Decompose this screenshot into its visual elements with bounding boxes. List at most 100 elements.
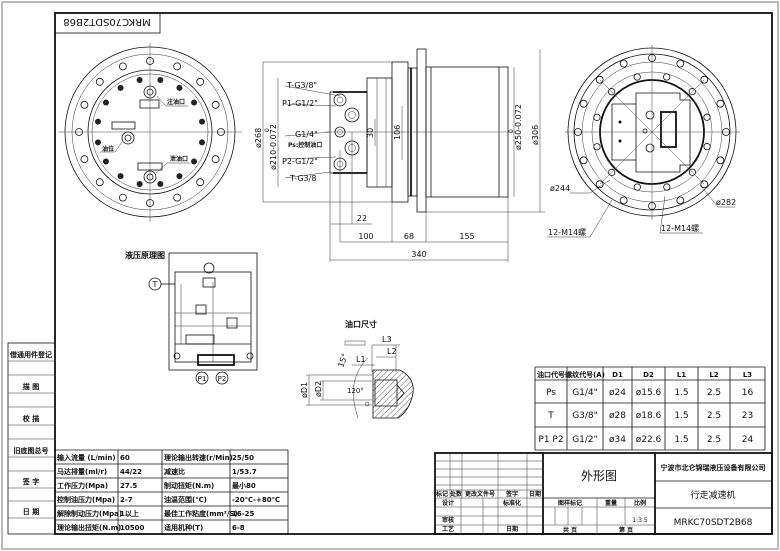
spec-table-cell: 减速比 (164, 467, 185, 476)
drawing-name: 外形图 (581, 469, 617, 483)
bolt-hole (716, 99, 725, 108)
port-bore (336, 96, 344, 104)
spec-table-cell: 27.5 (120, 482, 137, 490)
bolt-head (95, 139, 102, 146)
port-table-cell: 1.5 (674, 435, 688, 445)
drain-port-label: 泄油口 (170, 155, 188, 163)
left-end-view: 注油口 油位 泄油口 (58, 43, 242, 222)
spec-table-cell: 理论输出转速(r/Min) (164, 453, 233, 462)
binding-label: 校 描 (23, 414, 39, 423)
binding-label: 旧底图总号 (14, 446, 49, 455)
port-detail-title: 油口尺寸 (345, 319, 377, 329)
side-view: T-G3/8" P1-G1/2" G1/4" Ps:控制油口 P2-G1/2" … (254, 48, 545, 262)
bolt-hole (80, 155, 89, 164)
port-bore (337, 129, 343, 135)
bolt-head (157, 180, 164, 187)
tb-design: 设计 (442, 499, 454, 507)
angle-15-label: 15° (336, 352, 349, 368)
tb-change-doc: 更改文件号 (465, 490, 495, 498)
spec-table-cell: -20℃-+80℃ (232, 496, 280, 504)
binding-label: 日 期 (23, 507, 39, 516)
dim-22: 22 (357, 214, 367, 223)
fill-port-label: 注油口 (167, 98, 185, 106)
bolt-hole (196, 178, 205, 187)
dim-dia-244: ø244 (550, 184, 570, 193)
tb-scale-label: 比例 (634, 499, 646, 507)
tb-scale: 1:3.5 (632, 517, 648, 524)
port-table-cell: G1/4" (572, 388, 598, 398)
d1-label: øD1 (300, 382, 309, 398)
bolt-hole (118, 193, 127, 202)
dim-155: 155 (459, 232, 474, 241)
bolt-hole (663, 73, 671, 81)
port-table-cell: 2.5 (707, 435, 721, 445)
bolt-hole (619, 59, 628, 68)
bolt-head (191, 99, 198, 106)
bolt-head (136, 180, 143, 187)
bolt-hole (595, 75, 604, 84)
port-bore (348, 111, 356, 119)
binding-label: 签 字 (22, 477, 39, 486)
bolt-hole (75, 128, 83, 136)
port-table-cell: 16 (742, 388, 754, 398)
hydraulic-schematic: 液压原理图 T P1 P2 (125, 250, 258, 385)
bolt-hole (579, 156, 588, 165)
level-port-label: 油位 (102, 145, 114, 153)
spec-table-cell: 最佳工作粘度(mm²/S) (164, 509, 238, 518)
bolt-head (198, 118, 205, 125)
port-table-cell: G1/2" (572, 435, 598, 445)
port-table-cell: Ps (546, 388, 556, 398)
bolt-hole (579, 99, 588, 108)
dim-dia-210: ø210-0.072 (269, 124, 278, 170)
l3-label: L3 (382, 335, 392, 344)
bolt-hole (211, 100, 220, 109)
port-table-cell: ø24 (609, 388, 626, 398)
bolt-hole (688, 88, 696, 96)
hydraulic-title: 液压原理图 (125, 250, 165, 260)
port-detail: 油口尺寸 L3 L2 L1 15° øD1 øD2 120° (300, 319, 414, 419)
bolt-head (117, 173, 124, 180)
port-table-header: L3 (743, 371, 752, 379)
port-table-cell: ø34 (609, 435, 626, 445)
bolt-hole (633, 73, 641, 81)
port-table-cell: ø18.6 (636, 411, 662, 421)
tb-total-pages: 共 页 (563, 526, 577, 534)
port-label-p1: P1-G1/2" (282, 99, 318, 108)
level-port-plug (121, 131, 135, 145)
bolt-head (102, 158, 109, 165)
bolt-hole (118, 62, 127, 71)
tb-weight: 重量 (605, 499, 617, 507)
port-table-cell: ø15.6 (636, 388, 662, 398)
tb-process: 工艺 (442, 525, 454, 533)
tb-pattern-mark: 图样标记 (558, 499, 582, 507)
spec-table-cell: 最小80 (232, 481, 256, 490)
bolt-hole (593, 143, 601, 151)
bolt-hole (217, 128, 225, 136)
spec-table-cell: 25/50 (232, 454, 254, 462)
bolt-hole (608, 88, 616, 96)
port-label-ps: Ps:控制油口 (288, 141, 322, 149)
spec-table-cell: 输入流量 (L/min) (57, 453, 116, 462)
bolt-hole (95, 77, 104, 86)
dim-68: 68 (404, 232, 414, 241)
port-table-cell: 23 (742, 411, 753, 421)
bolt-spec-b: 12-M14螺 (661, 223, 699, 233)
port-table-header: 螺纹代号(A) (565, 370, 605, 379)
port-table-cell: 2.5 (707, 411, 721, 421)
port-table-cell: T (547, 411, 554, 421)
spec-table-cell: 6-8 (232, 524, 245, 532)
spec-table-cell: 制动扭矩(N.m) (164, 481, 214, 490)
port-circle (344, 107, 360, 123)
dim-dia-306: ø306 (531, 125, 540, 145)
bolt-head (176, 84, 183, 91)
tb-page: 第 页 (618, 526, 633, 534)
frame-border (54, 12, 773, 535)
bolt-hole (196, 77, 205, 86)
spec-table-cell: 解除制动压力(Mpa) (57, 509, 122, 518)
bolt-hole (676, 59, 685, 68)
bolt-hole (716, 156, 725, 165)
binding-label: 描 图 (23, 382, 39, 391)
